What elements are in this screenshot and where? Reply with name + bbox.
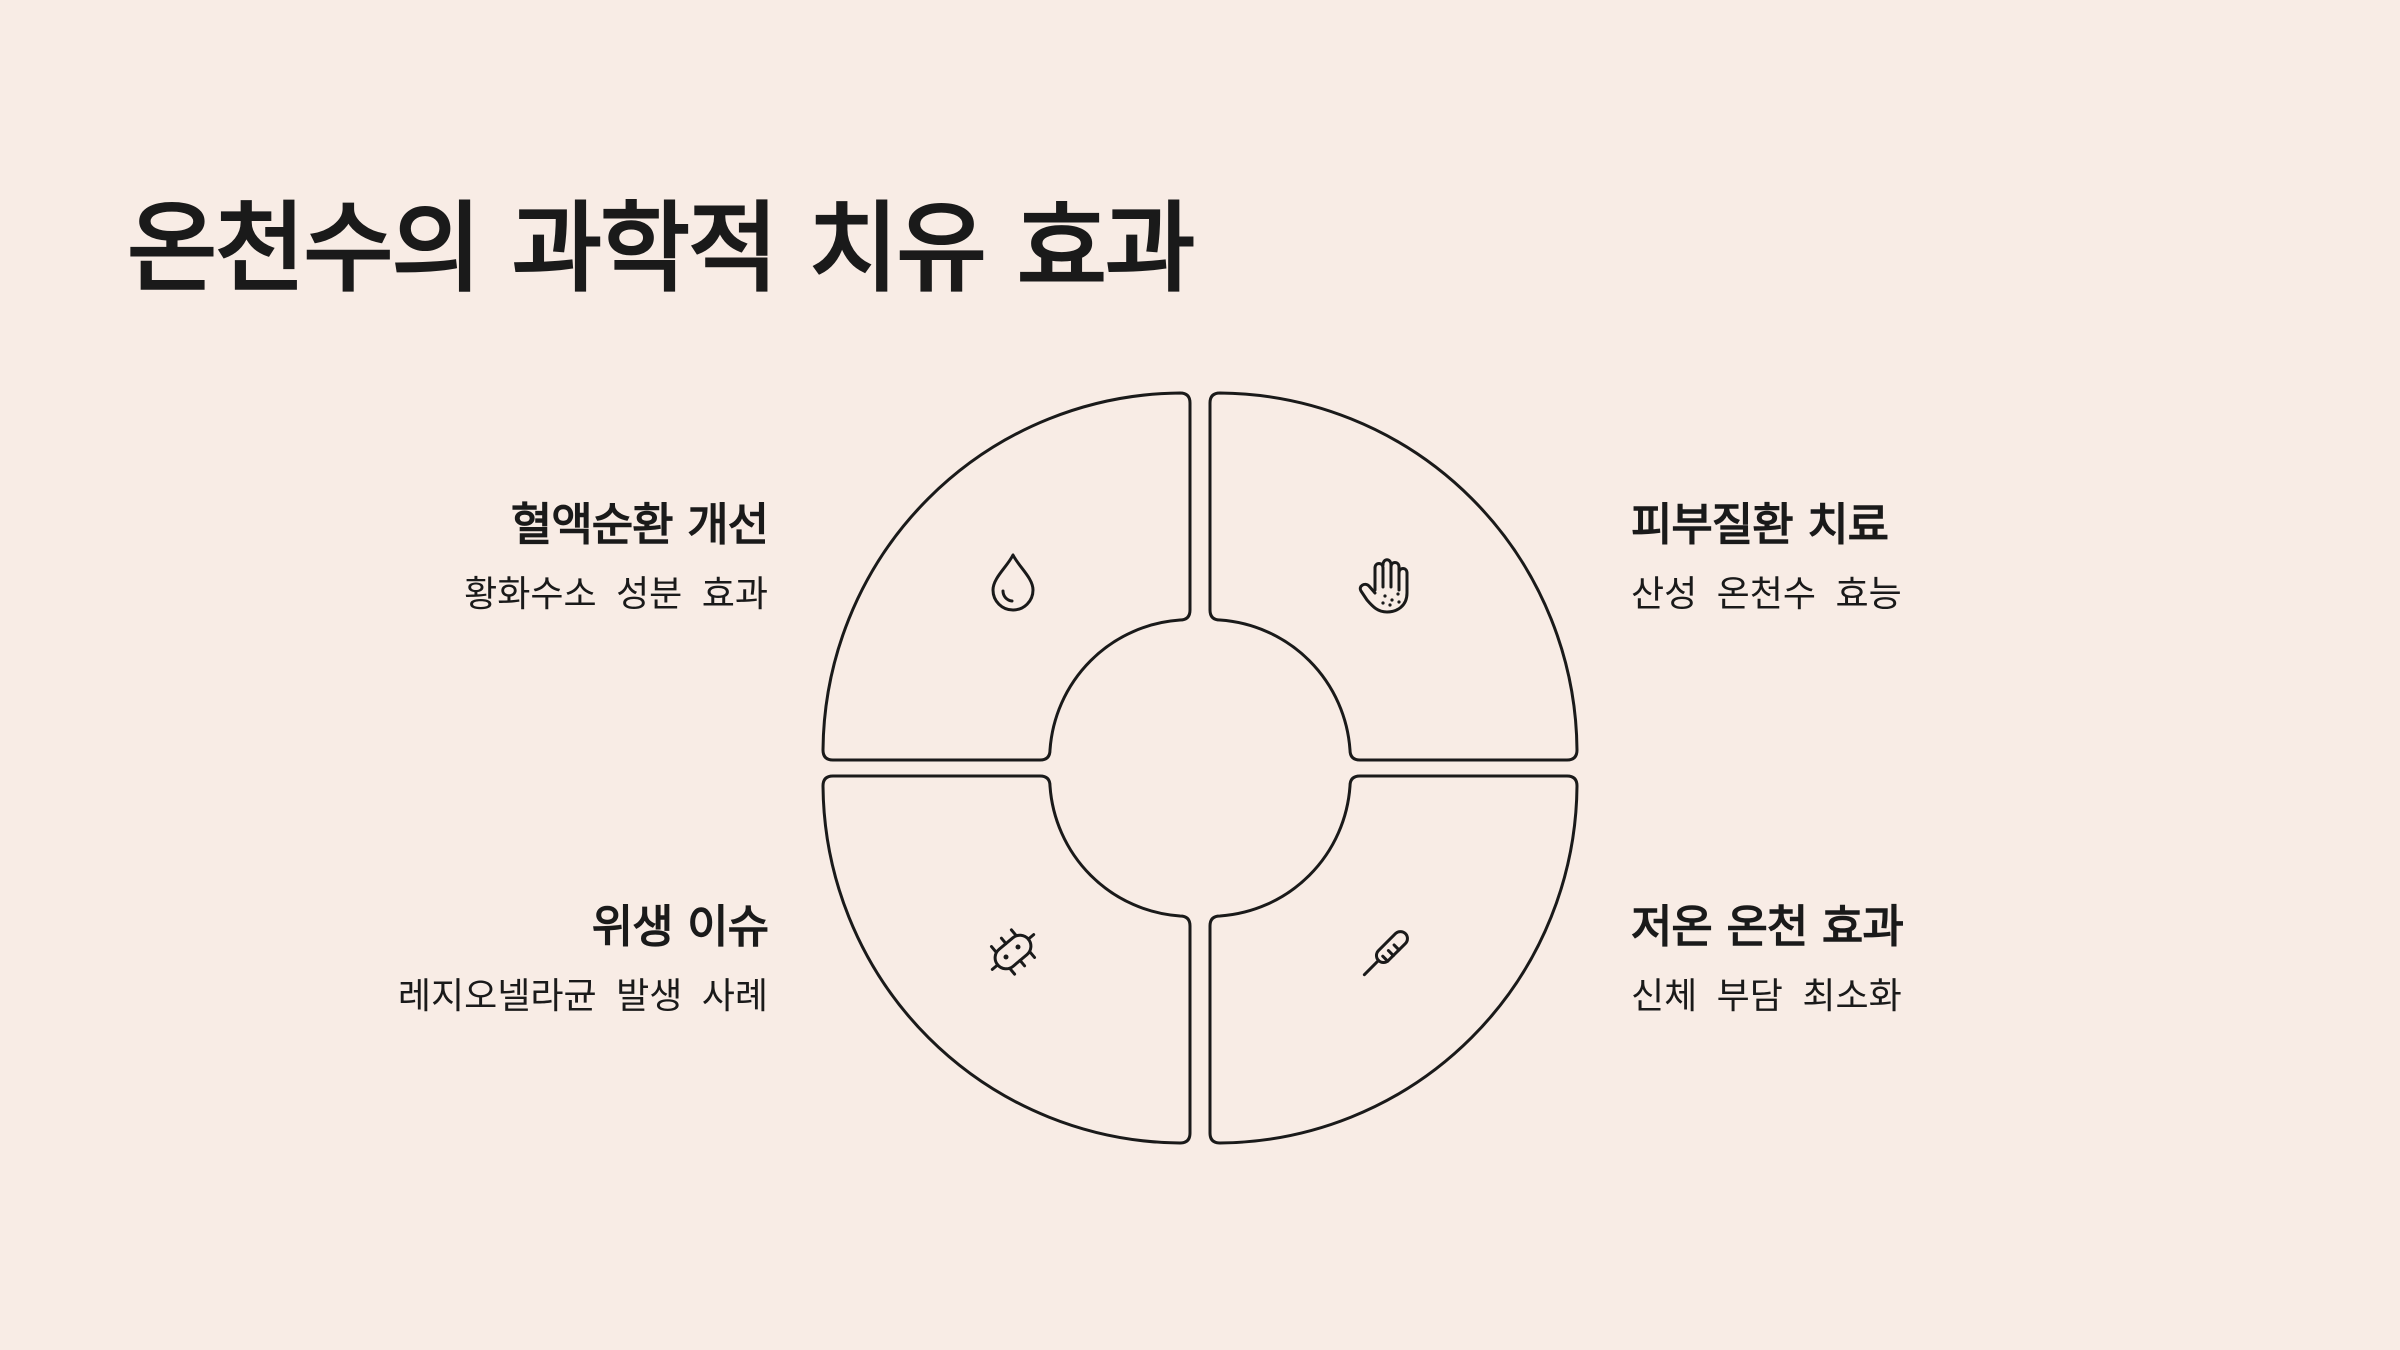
quadrant-description: 레지오넬라균 발생 사례 bbox=[397, 976, 768, 1017]
hand-icon bbox=[1358, 558, 1409, 614]
segment-top-left bbox=[821, 391, 1192, 762]
quadrant-description: 신체 부담 최소화 bbox=[1631, 976, 1902, 1017]
quadrant-title: 저온 온천 효과 bbox=[1631, 900, 1904, 953]
segment-top-right bbox=[1208, 391, 1579, 762]
segment-bottom-right bbox=[1208, 774, 1579, 1145]
quadrant-title: 혈액순환 개선 bbox=[510, 498, 769, 551]
quadrant-label-top-left: 혈액순환 개선 황화수소 성분 효과 bbox=[464, 498, 769, 615]
bacteria-icon bbox=[989, 928, 1037, 976]
quadrant-label-top-right: 피부질환 치료 산성 온천수 효능 bbox=[1631, 502, 1902, 613]
quadrant-description: 산성 온천수 효능 bbox=[1631, 574, 1902, 615]
quadrant-label-bottom-left: 위생 이슈 레지오넬라균 발생 사례 bbox=[397, 900, 769, 1017]
quadrant-title: 피부질환 치료 bbox=[1631, 498, 1889, 551]
quadrant-title: 위생 이슈 bbox=[591, 900, 769, 953]
page-title: 온천수의 과학적 치유 효과 bbox=[127, 192, 1195, 306]
segment-bottom-left bbox=[821, 774, 1192, 1145]
water-drop-icon bbox=[991, 553, 1035, 612]
quadrant-description: 황화수소 성분 효과 bbox=[464, 574, 768, 615]
quadrant-label-bottom-right: 저온 온천 효과 신체 부담 최소화 bbox=[1631, 900, 1904, 1017]
thermometer-icon bbox=[1362, 930, 1409, 977]
